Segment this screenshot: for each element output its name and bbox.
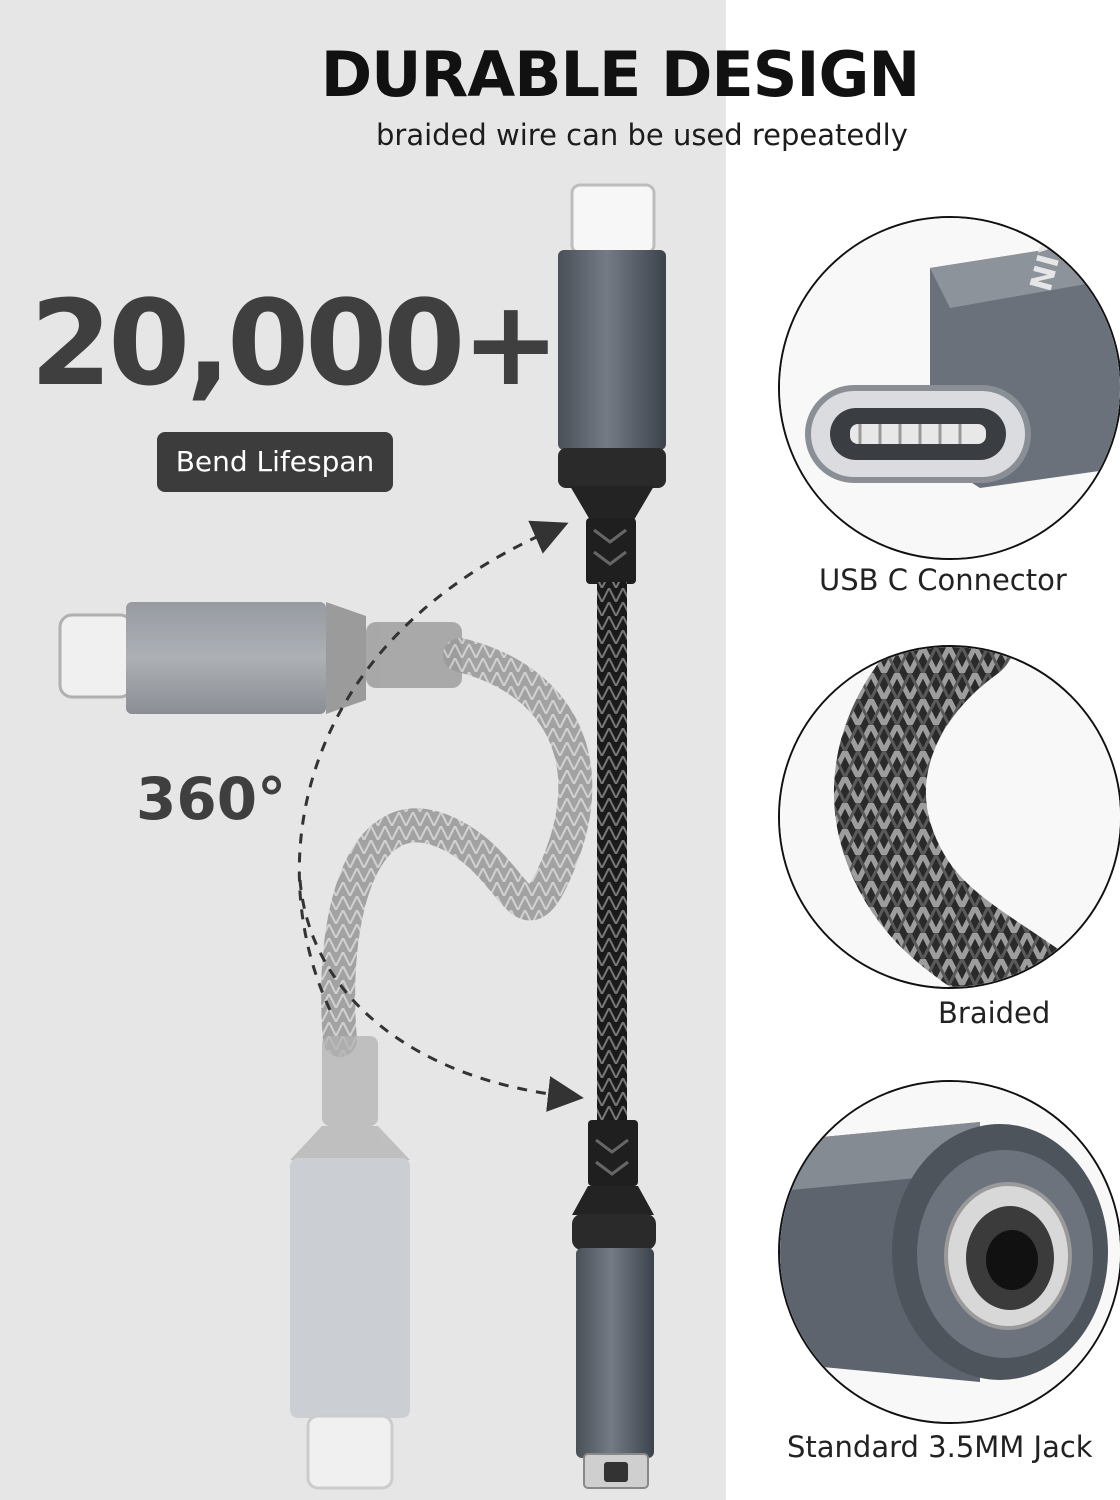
usb-c-connector-closeup: NIY <box>778 216 1120 560</box>
usb-c-connector-icon: NIY <box>780 218 1120 558</box>
caption-braided: Braided <box>938 996 1051 1030</box>
caption-usb-c: USB C Connector <box>819 563 1067 597</box>
faded-braided-cable-curve <box>321 638 593 1057</box>
page-headline: DURABLE DESIGN <box>320 38 921 111</box>
bend-count: 20,000+ <box>30 274 560 412</box>
audio-jack-closeup <box>778 1080 1120 1424</box>
bend-lifespan-badge: Bend Lifespan <box>157 432 393 492</box>
faded-usb-c-connector-horizontal <box>58 602 462 714</box>
bend-arc-arrow-bottom <box>298 879 584 1112</box>
braided-cable-closeup <box>778 645 1120 989</box>
cable-illustration <box>58 183 666 1490</box>
caption-jack: Standard 3.5MM Jack <box>787 1430 1093 1464</box>
faded-usb-c-connector-vertical <box>290 1036 410 1490</box>
audio-jack-icon <box>780 1082 1120 1422</box>
main-cable <box>558 183 666 1489</box>
braided-cable-icon <box>780 647 1120 987</box>
rotation-label: 360° <box>136 765 287 833</box>
page-subheadline: braided wire can be used repeatedly <box>376 118 908 152</box>
